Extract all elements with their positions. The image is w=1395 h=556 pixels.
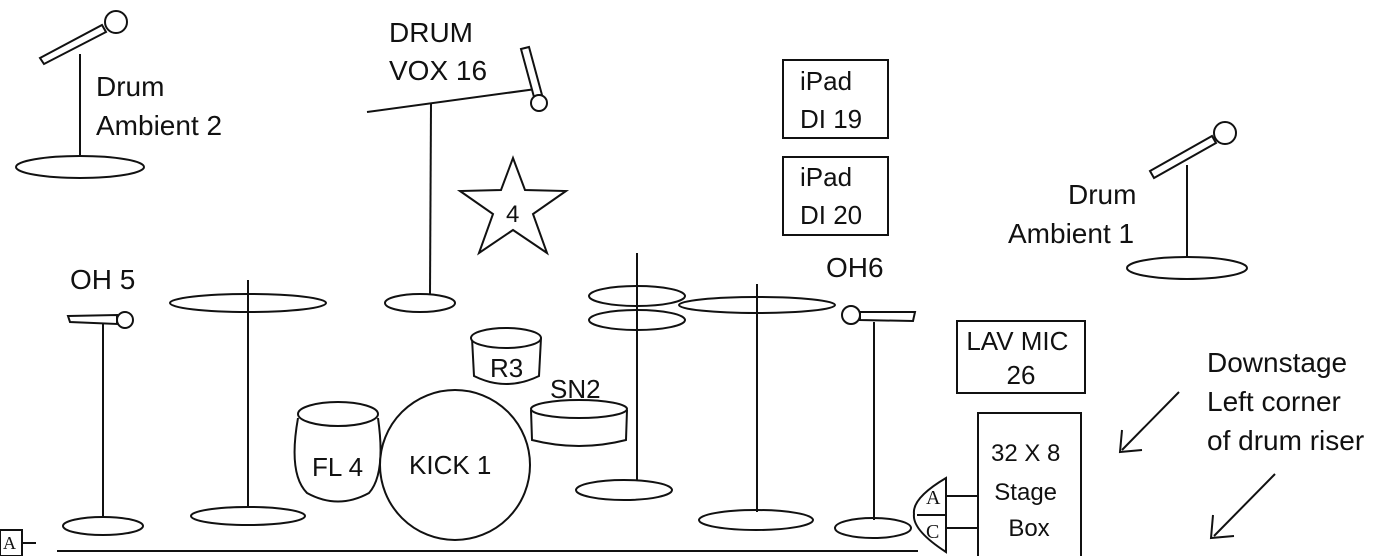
connector-a-label: A (926, 487, 941, 509)
ipad-di-20-label: iPad DI 20 (800, 162, 862, 230)
arrow-lower-icon (1209, 473, 1276, 540)
drum-vox-mic-icon (366, 45, 548, 313)
drum-ambient-2-label: Drum Ambient 2 (96, 71, 222, 141)
drum-ambient-1-label: Drum Ambient 1 (1008, 179, 1144, 249)
kick-drum-icon (379, 389, 531, 541)
arrow-upper-icon (1118, 391, 1180, 454)
cymbal-left-icon (169, 280, 327, 526)
snare-label: SN2 (550, 374, 601, 404)
ipad-di-19-box (782, 59, 889, 139)
kick-drum-label: KICK 1 (409, 450, 491, 480)
downstage-note: Downstage Left corner of drum riser (1207, 347, 1364, 456)
connector-c-label: C (926, 521, 939, 543)
stage-box (977, 412, 1082, 556)
hi-hat-icon (575, 253, 686, 501)
floor-tom-label: FL 4 (312, 452, 363, 482)
drum-ambient-1-mic-icon (1126, 121, 1248, 280)
drum-ambient-2-mic-icon (15, 10, 145, 179)
snare-drum-icon (530, 399, 628, 447)
stage-box-label: 32 X 8 Stage Box (991, 440, 1067, 542)
edge-connector-a-label: A (3, 533, 16, 553)
lav-mic-box (956, 320, 1086, 394)
floor-tom-icon (293, 401, 382, 503)
edge-connector-icon (0, 529, 36, 556)
connector-icon (912, 476, 978, 554)
lav-mic-label: LAV MIC 26 (966, 326, 1075, 390)
oh6-label: OH6 (826, 252, 884, 283)
cymbal-right-icon (678, 284, 836, 531)
ipad-di-19-label: iPad DI 19 (800, 66, 862, 134)
rack-tom-icon (470, 327, 542, 385)
star-icon (456, 155, 570, 256)
star-number: 4 (506, 201, 519, 228)
oh5-label: OH 5 (70, 264, 135, 295)
rack-tom-label: R3 (490, 353, 523, 383)
drum-vox-label: DRUM VOX 16 (389, 17, 487, 86)
oh5-mic-icon (62, 311, 144, 536)
ipad-di-20-box (782, 156, 889, 236)
oh6-mic-icon (834, 305, 917, 539)
